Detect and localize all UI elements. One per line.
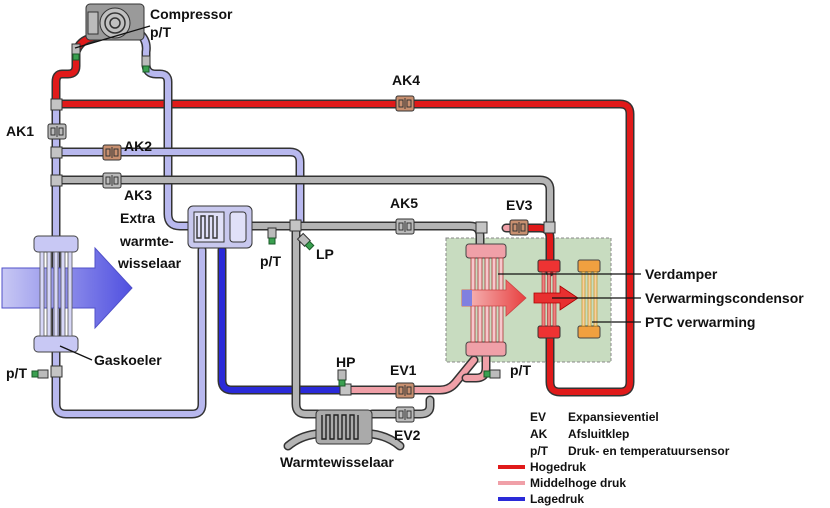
label-ptc: PTC verwarming xyxy=(645,314,755,330)
pipe-high-top xyxy=(53,101,633,395)
pipe-ihx-left xyxy=(285,431,319,449)
air-inlet-blue xyxy=(462,290,472,306)
label-ev1: EV1 xyxy=(390,362,417,378)
legend-line-high: Hogedruk xyxy=(530,460,586,474)
legend-code-ak: AK xyxy=(530,427,548,441)
valve-ak2 xyxy=(102,144,122,161)
junction-gaskoeler-out xyxy=(50,365,63,378)
extra-heat-exchanger-component xyxy=(187,205,253,249)
label-extra-3: wisselaar xyxy=(117,255,182,271)
pipe-gray-ak5 xyxy=(249,223,483,247)
legend-text-ak: Afsluitklep xyxy=(568,427,629,441)
pipe-low-left-vertical xyxy=(53,101,205,417)
junction-lp xyxy=(289,219,302,232)
pipe-low-ak2-outline xyxy=(51,147,305,227)
valve-ak4 xyxy=(395,95,415,112)
legend-code-ev: EV xyxy=(530,410,546,424)
internal-heat-exchanger-component xyxy=(315,409,373,445)
pipe-gray-ak3 xyxy=(53,177,553,225)
label-ak5: AK5 xyxy=(390,195,418,211)
label-warmtewisselaar: Warmtewisselaar xyxy=(280,454,394,470)
air-flow-arrow-left xyxy=(1,246,133,330)
pipe-ihx-right xyxy=(369,431,403,449)
pipe-compressor-suction xyxy=(135,29,199,229)
sensor-pt-compressor-out xyxy=(71,43,81,61)
label-gaskoeler: Gaskoeler xyxy=(94,352,162,368)
legend-line-low: Lagedruk xyxy=(530,492,584,506)
valve-ak1 xyxy=(47,123,67,140)
label-compressor: Compressor xyxy=(150,6,233,22)
junction-ev3-right xyxy=(543,221,556,234)
label-ev2: EV2 xyxy=(394,427,421,443)
legend-text-pt: Druk- en temperatuursensor xyxy=(568,444,730,458)
junction-verdamper-top xyxy=(475,221,488,234)
sensor-pt-gaskoeler xyxy=(31,369,49,379)
sensor-lp xyxy=(296,232,315,251)
pipe-junctions xyxy=(50,98,556,396)
label-ev3: EV3 xyxy=(506,197,533,213)
junction-ak1-top xyxy=(50,98,63,111)
pipe-low-ihx-outline xyxy=(217,245,351,395)
label-lp: LP xyxy=(316,246,334,262)
compressor-component xyxy=(85,3,145,41)
label-pt-mid: p/T xyxy=(260,253,281,269)
label-verwarmingscondensor: Verwarmingscondensor xyxy=(645,290,804,306)
valve-ev1 xyxy=(395,382,415,399)
label-ak3: AK3 xyxy=(124,187,152,203)
label-ak2: AK2 xyxy=(124,138,152,154)
valves xyxy=(47,95,529,423)
pipe-gray-lp-down xyxy=(293,223,321,417)
junction-ak3 xyxy=(50,174,63,187)
component-labels: Compressor p/T AK4 AK1 AK2 AK3 AK5 EV3 E… xyxy=(6,6,804,470)
pipe-mid-ev1 xyxy=(343,357,477,393)
ptc-heater-component xyxy=(577,259,601,339)
leader-lines xyxy=(59,25,641,361)
label-ak4: AK4 xyxy=(392,72,420,88)
label-pt-right: p/T xyxy=(510,362,531,378)
sensor-pt-verdamper xyxy=(483,369,501,379)
legend: EV Expansieventiel AK Afsluitklep p/T Dr… xyxy=(498,410,730,506)
valve-ev2 xyxy=(395,406,415,423)
label-verdamper: Verdamper xyxy=(645,266,718,282)
label-hp: HP xyxy=(336,354,355,370)
sensor-pt-compressor-in xyxy=(141,55,151,73)
valve-ev3 xyxy=(509,219,529,236)
gaskoeler-component xyxy=(33,235,79,353)
pipe-high-left-loop xyxy=(53,49,79,107)
label-ak1: AK1 xyxy=(6,123,34,139)
label-extra-2: warmte- xyxy=(119,233,174,249)
legend-line-mid: Middelhoge druk xyxy=(530,476,626,490)
legend-code-pt: p/T xyxy=(530,444,549,458)
pipe-low-ak2 xyxy=(53,149,303,225)
pipe-low-ihx xyxy=(219,247,349,393)
pipe-gray-ev2 xyxy=(369,397,433,417)
label-extra-1: Extra xyxy=(120,210,155,226)
label-pt-left: p/T xyxy=(6,365,27,381)
sensors xyxy=(31,43,501,387)
valve-ak5 xyxy=(395,218,415,235)
label-pt-top: p/T xyxy=(150,24,171,40)
sensor-pt-extra xyxy=(267,227,277,245)
sensor-hp xyxy=(337,369,347,387)
valve-ak3 xyxy=(102,172,122,189)
junction-ak2 xyxy=(50,146,63,159)
legend-text-ev: Expansieventiel xyxy=(568,410,659,424)
